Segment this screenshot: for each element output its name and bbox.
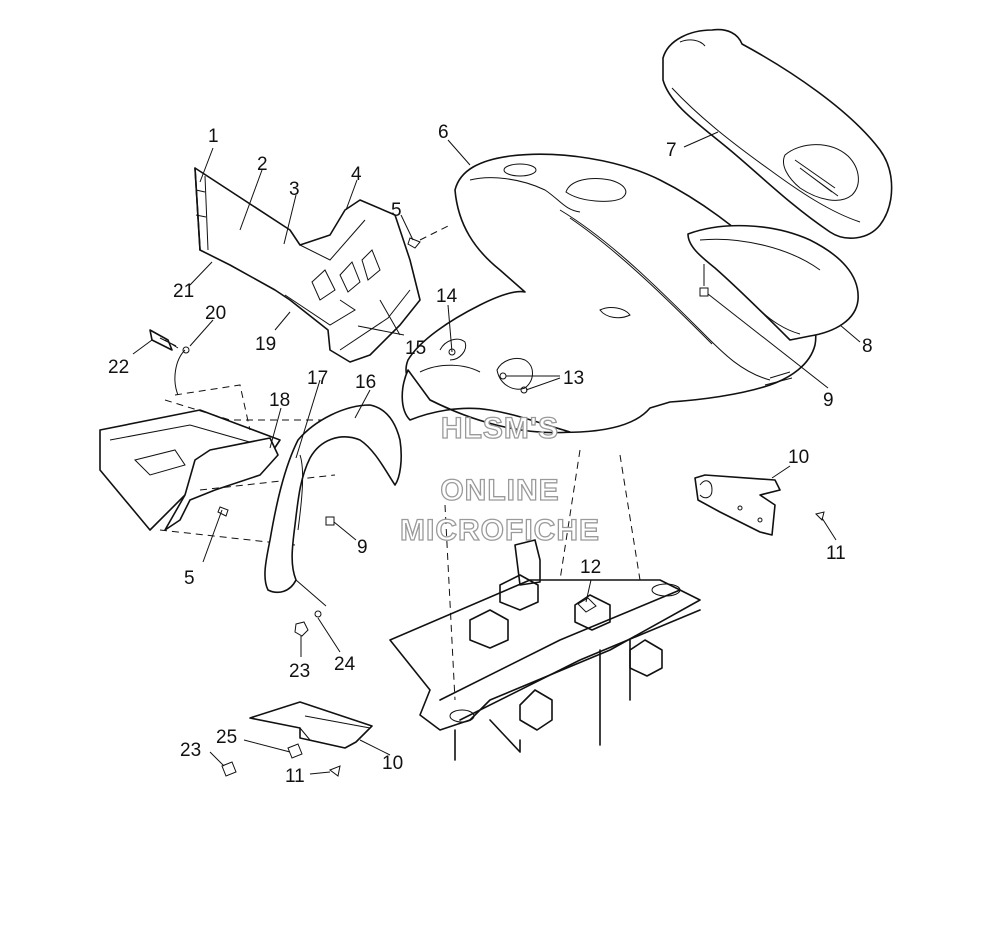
callout-12: 12 xyxy=(580,557,601,578)
part-seat xyxy=(662,28,893,239)
callout-5-lower: 5 xyxy=(184,568,195,589)
callout-10-right: 10 xyxy=(788,447,809,468)
watermark-line2: ONLINE xyxy=(440,474,559,507)
callout-1: 1 xyxy=(208,126,219,147)
part-floorboard xyxy=(99,349,380,546)
part-hood-lower xyxy=(401,338,571,434)
callout-2: 2 xyxy=(257,154,268,175)
part-bracket-right xyxy=(694,474,781,536)
callout-22: 22 xyxy=(108,357,129,378)
callout-15: 15 xyxy=(405,338,426,359)
callout-23-lower: 23 xyxy=(180,740,201,761)
part-frame xyxy=(389,449,701,761)
part-front-fender xyxy=(405,153,817,434)
watermark: HLSM'S ONLINE MICROFICHE xyxy=(399,411,600,547)
callout-19: 19 xyxy=(255,334,276,355)
part-footwell xyxy=(194,167,421,363)
callout-9-lower: 9 xyxy=(357,537,368,558)
callout-3: 3 xyxy=(289,179,300,200)
callout-4: 4 xyxy=(351,164,362,185)
callout-14: 14 xyxy=(436,286,458,307)
callout-25: 25 xyxy=(216,727,237,748)
callout-18: 18 xyxy=(269,390,290,411)
callout-labels: 1 2 3 4 5 5 6 7 8 9 9 10 10 11 11 12 13 … xyxy=(108,122,873,787)
part-rear-fender xyxy=(687,224,859,341)
callout-24: 24 xyxy=(334,654,356,675)
callout-10-lower: 10 xyxy=(382,753,403,774)
watermark-line1: HLSM'S xyxy=(441,412,559,445)
callout-23-upper: 23 xyxy=(289,661,310,682)
part-skid-plate xyxy=(249,701,373,749)
callout-8: 8 xyxy=(862,336,873,357)
part-fender-flare xyxy=(264,404,402,594)
callout-20: 20 xyxy=(205,303,226,324)
callout-13: 13 xyxy=(563,368,584,389)
callout-16: 16 xyxy=(355,372,376,393)
fasteners xyxy=(149,224,825,777)
callout-11-right: 11 xyxy=(826,543,846,564)
leader-lines xyxy=(132,131,861,775)
watermark-line3: MICROFICHE xyxy=(400,514,600,547)
callout-21: 21 xyxy=(173,281,194,302)
callout-7: 7 xyxy=(666,140,677,161)
callout-6: 6 xyxy=(438,122,449,143)
callout-17: 17 xyxy=(307,368,328,389)
callout-11-lower: 11 xyxy=(285,766,305,787)
callout-9-right: 9 xyxy=(823,390,834,411)
callout-5-upper: 5 xyxy=(391,200,402,221)
